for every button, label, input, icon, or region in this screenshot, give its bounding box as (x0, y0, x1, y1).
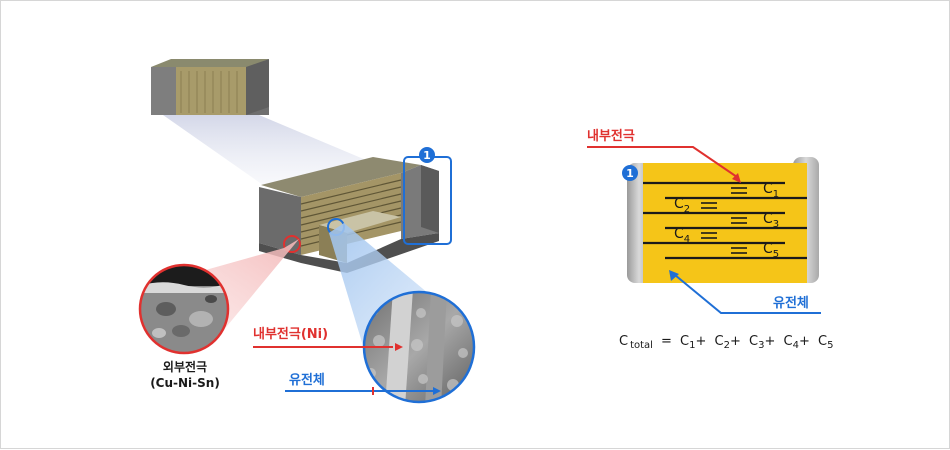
label-external-material: (Cu-Ni-Sn) (150, 376, 220, 390)
badge-right: 1 (622, 165, 638, 181)
arrow-dielectric-right (669, 270, 821, 314)
label-internal-electrode-ni: 내부전극(Ni) (253, 326, 328, 342)
arrow-dielectric-left (285, 387, 441, 395)
cap-label-1: C1 (763, 181, 779, 200)
cap-label-3: C3 (763, 211, 779, 230)
badge-left: 1 (419, 147, 435, 163)
mlcc-schematic: C1 C2 C3 C4 C5 (627, 157, 819, 283)
label-dielectric-right: 유전체 (773, 295, 809, 311)
label-external-electrode: 외부전극 (163, 359, 207, 374)
svg-text:1: 1 (423, 149, 431, 162)
cap-label-4: C4 (674, 226, 690, 245)
arrow-internal-electrode (253, 343, 403, 351)
small-mlcc-chip (151, 59, 269, 115)
svg-text:1: 1 (626, 167, 634, 180)
label-dielectric-left: 유전체 (289, 372, 325, 388)
arrow-internal-electrode-right (587, 146, 741, 183)
external-electrode-marker (283, 235, 301, 253)
cap-label-2: C2 (674, 196, 690, 215)
cap-label-5: C5 (763, 241, 779, 260)
label-internal-electrode-right: 내부전극 (587, 128, 635, 144)
sem-external-electrode (138, 263, 230, 355)
dielectric-body (643, 163, 807, 283)
